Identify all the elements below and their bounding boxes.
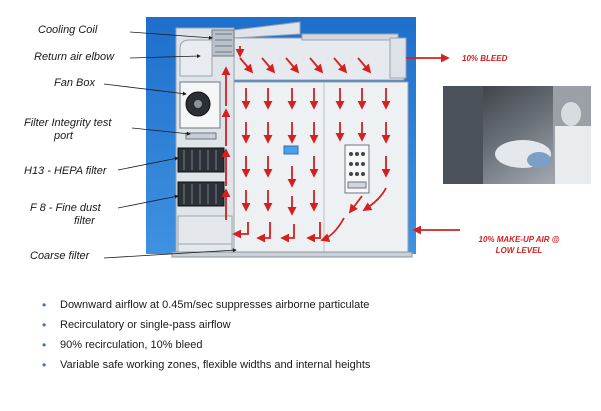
label-coarse-filter: Coarse filter [30, 250, 89, 263]
coarse-filter [178, 216, 232, 252]
label-fan-box: Fan Box [54, 77, 95, 90]
bullet-dot-icon: • [42, 358, 46, 372]
label-f8-fine-dust: F 8 - Fine dust filter [30, 202, 101, 228]
return-elbow [180, 40, 212, 76]
bullet-item: •Variable safe working zones, flexible w… [42, 358, 370, 378]
lab-photo [443, 86, 591, 184]
bullet-item: •Recirculatory or single-pass airflow [42, 318, 370, 338]
bullet-item: •90% recirculation, 10% bleed [42, 338, 370, 358]
label-return-air-elbow: Return air elbow [34, 51, 114, 64]
bullet-dot-icon: • [42, 318, 46, 332]
feature-bullets: •Downward airflow at 0.45m/sec suppresse… [42, 298, 370, 378]
note-bleed: 10% BLEED [462, 53, 507, 64]
label-filter-integrity: Filter Integrity test port [24, 117, 111, 143]
label-cooling-coil: Cooling Coil [38, 24, 97, 37]
bullet-item: •Downward airflow at 0.45m/sec suppresse… [42, 298, 370, 318]
bullet-dot-icon: • [42, 338, 46, 352]
note-makeup-air: 10% MAKE-UP AIR @ LOW LEVEL [460, 234, 578, 256]
sight-window [284, 146, 298, 154]
top-plenum [234, 38, 404, 80]
fine-dust-filter [178, 182, 224, 206]
hepa-filter [178, 148, 224, 172]
label-h13-hepa: H13 - HEPA filter [24, 165, 107, 178]
bullet-dot-icon: • [42, 298, 46, 312]
